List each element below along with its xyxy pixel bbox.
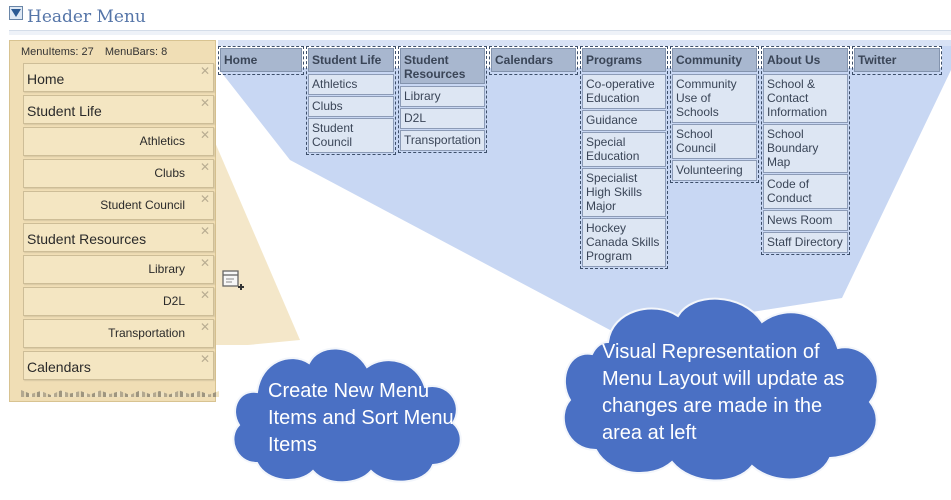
menu-bar-heading[interactable]: Twitter (854, 48, 940, 72)
menu-bar-column: Home (218, 46, 304, 75)
header-band (9, 31, 951, 35)
menu-item-row[interactable]: Transportation ✕ (23, 319, 214, 348)
menu-item-row[interactable]: Student Council ✕ (23, 191, 214, 220)
header-divider (9, 30, 951, 31)
menu-item-label: Home (27, 71, 65, 87)
menu-bars-count: MenuBars: 8 (104, 46, 168, 58)
menu-item-label: Clubs (154, 166, 185, 180)
menu-bar-item[interactable]: News Room (763, 210, 848, 231)
menu-bar-item[interactable]: Staff Directory (763, 232, 848, 253)
menu-bar-heading[interactable]: Calendars (491, 48, 576, 72)
menu-bar-heading[interactable]: Student Resources (400, 48, 485, 84)
menu-item-row[interactable]: D2L ✕ (23, 287, 214, 316)
menu-bar-item[interactable]: Code of Conduct (763, 174, 848, 209)
callout-cloud-left (232, 347, 462, 484)
menu-bar-item[interactable]: School Council (672, 124, 757, 159)
menu-bar-item[interactable]: Community Use of Schools (672, 74, 757, 123)
menu-bar-column: Twitter (852, 46, 942, 75)
menu-bar-item[interactable]: Transportation (400, 130, 485, 151)
menu-bar-column: Calendars (489, 46, 578, 75)
menu-bar-item[interactable]: Specialist High Skills Major (582, 168, 666, 217)
menu-bar-heading[interactable]: Student Life (308, 48, 394, 72)
menu-items-panel: MenuItems: 27 MenuBars: 8 Home✕Student L… (9, 40, 219, 402)
menu-item-label: Library (148, 262, 185, 276)
remove-item-icon[interactable]: ✕ (199, 96, 210, 110)
menu-item-row[interactable]: Clubs ✕ (23, 159, 214, 188)
menu-bar-item[interactable]: Special Education (582, 132, 666, 167)
menu-item-label: Student Life (27, 103, 102, 119)
remove-item-icon[interactable]: ✕ (199, 320, 210, 334)
menu-bar-item[interactable]: Hockey Canada Skills Program (582, 218, 666, 267)
menu-item-label: D2L (162, 294, 185, 308)
remove-item-icon[interactable]: ✕ (199, 160, 210, 174)
menu-item-label: Student Council (100, 198, 185, 212)
callout-cloud-right (562, 297, 879, 482)
remove-item-icon[interactable]: ✕ (199, 192, 210, 206)
collapse-toggle-icon[interactable] (9, 6, 23, 20)
menu-item-label: Student Resources (27, 231, 147, 247)
panel-torn-edge (21, 390, 219, 397)
menu-item-row[interactable]: Calendars ✕ (23, 351, 214, 380)
remove-item-icon[interactable]: ✕ (199, 224, 210, 238)
menu-item-row[interactable]: Student Resources ✕ (23, 223, 214, 252)
callout-right-text: Visual Representation of Menu Layout wil… (602, 341, 845, 444)
add-menu-item-icon[interactable] (222, 270, 244, 292)
menu-bar-heading[interactable]: About Us (763, 48, 848, 72)
menu-bar-heading[interactable]: Community (672, 48, 757, 72)
menu-bar-item[interactable]: School Boundary Map (763, 124, 848, 173)
menu-bar-item[interactable]: Library (400, 86, 485, 107)
remove-item-icon[interactable]: ✕ (199, 352, 210, 366)
menu-item-label: Athletics (139, 134, 185, 148)
menu-bar-item[interactable]: Volunteering (672, 160, 757, 181)
menu-bar-item[interactable]: School & Contact Information (763, 74, 848, 123)
menu-bar-item[interactable]: Co-operative Education (582, 74, 666, 109)
menu-item-row[interactable]: Athletics ✕ (23, 127, 214, 156)
menu-item-row[interactable]: Library ✕ (23, 255, 214, 284)
menu-bar-item[interactable]: Clubs (308, 96, 394, 117)
panel-counts: MenuItems: 27 MenuBars: 8 (21, 46, 175, 58)
menu-item-label: Transportation (108, 326, 185, 340)
remove-item-icon[interactable]: ✕ (199, 256, 210, 270)
menu-bar-item[interactable]: D2L (400, 108, 485, 129)
remove-item-icon[interactable]: ✕ (199, 64, 210, 78)
remove-item-icon[interactable]: ✕ (199, 128, 210, 142)
menu-items-count: MenuItems: 27 (21, 46, 94, 58)
menu-bar-heading[interactable]: Home (220, 48, 302, 72)
menu-bar-item[interactable]: Guidance (582, 110, 666, 131)
remove-item-icon[interactable]: ✕ (199, 288, 210, 302)
menu-item-row[interactable]: Home ✕ (23, 63, 214, 92)
header-menu-title: Header Menu (27, 7, 146, 27)
menu-bar-heading[interactable]: Programs (582, 48, 666, 72)
menu-item-row[interactable]: Student Life ✕ (23, 95, 214, 124)
menu-bar-item[interactable]: Athletics (308, 74, 394, 95)
menu-item-label: Calendars (27, 359, 91, 375)
callout-left-text: Create New Menu Items and Sort Menu Item… (268, 380, 454, 456)
menu-bar-item[interactable]: Student Council (308, 118, 394, 153)
